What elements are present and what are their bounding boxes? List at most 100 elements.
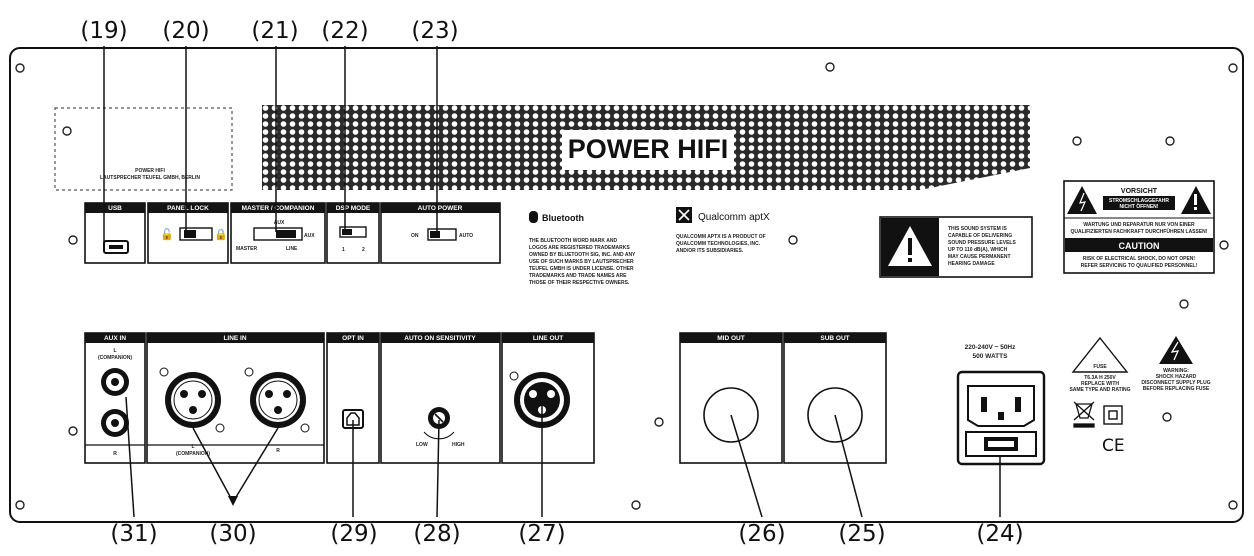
dsp-mode-1: 1 xyxy=(342,247,345,253)
callout-26: (26) xyxy=(738,521,786,547)
svg-text:CAPABLE OF DELIVERING: CAPABLE OF DELIVERING xyxy=(948,233,1012,239)
label-auto-power: AUTO POWER xyxy=(418,205,463,212)
mounting-screws xyxy=(15,62,1238,510)
panel-lock-switch: 🔓 🔒 xyxy=(160,227,228,241)
svg-text:RISK OF ELECTRICAL SHOCK, DO N: RISK OF ELECTRICAL SHOCK, DO NOT OPEN! xyxy=(1083,256,1195,262)
line-in-xlr-left: L (COMPANION) xyxy=(159,367,225,457)
master-companion-switch: AUX AUX MASTER LINE xyxy=(236,220,315,252)
power-rating-line-1: 220-240V ~ 50Hz xyxy=(965,344,1017,351)
svg-text:TEUFEL GMBH IS UNDER LICENSE.: TEUFEL GMBH IS UNDER LICENSE. OTHER xyxy=(529,266,634,272)
svg-text:SOUND PRESSURE LEVELS: SOUND PRESSURE LEVELS xyxy=(948,240,1016,246)
callout-24: (24) xyxy=(976,521,1024,547)
svg-text:UP TO 110 dB(A), WHICH: UP TO 110 dB(A), WHICH xyxy=(948,247,1008,253)
vorsicht-caution-label: VORSICHT STROMSCHLAGGEFAHR NICHT ÖFFNEN!… xyxy=(1063,180,1215,274)
svg-text:LOW: LOW xyxy=(416,442,428,448)
dsp-mode-2: 2 xyxy=(362,247,365,253)
class-ii-icon xyxy=(1103,405,1123,425)
svg-text:WARTUNG UND REPARATUR NUR VON: WARTUNG UND REPARATUR NUR VON EINER xyxy=(1083,222,1195,228)
svg-text:OWNED BY BLUETOOTH SIG, INC. A: OWNED BY BLUETOOTH SIG, INC. AND ANY xyxy=(529,252,636,258)
line-in-xlr-right: R xyxy=(244,367,310,454)
sticker-line-1: POWER HIFI xyxy=(135,168,165,174)
svg-text:THOSE OF THEIR RESPECTIVE OWNE: THOSE OF THEIR RESPECTIVE OWNERS. xyxy=(529,280,630,286)
aux-in-rca-jacks: L (COMPANION) R xyxy=(98,348,132,457)
svg-text:QUALCOMM APTX IS A PRODUCT OF: QUALCOMM APTX IS A PRODUCT OF xyxy=(676,234,766,240)
svg-text:HIGH: HIGH xyxy=(452,442,465,448)
label-panel-lock: PANEL LOCK xyxy=(167,205,209,212)
svg-text:STROMSCHLAGGEFAHR: STROMSCHLAGGEFAHR xyxy=(1109,198,1169,204)
callout-30: (30) xyxy=(209,521,257,547)
svg-text:WARNING:: WARNING: xyxy=(1163,368,1189,374)
svg-text:NICHT ÖFFNEN!: NICHT ÖFFNEN! xyxy=(1120,203,1159,210)
svg-text:USE OF SUCH MARKS BY LAUTSPREC: USE OF SUCH MARKS BY LAUTSPRECHER xyxy=(529,259,634,265)
svg-text:BEFORE REPLACING FUSE: BEFORE REPLACING FUSE xyxy=(1143,386,1210,392)
weee-bin-icon xyxy=(1073,401,1095,428)
shock-warning-triangle: WARNING: SHOCK HAZARD DISCONNECT SUPPLY … xyxy=(1141,336,1211,392)
svg-text:TRADEMARKS AND TRADE NAMES ARE: TRADEMARKS AND TRADE NAMES ARE xyxy=(529,273,627,279)
callout-22: (22) xyxy=(321,18,369,44)
unlock-icon: 🔓 xyxy=(160,228,174,241)
switch-aux-text-right: AUX xyxy=(304,233,315,239)
callout-19: (19) xyxy=(80,18,128,44)
callout-20: (20) xyxy=(162,18,210,44)
label-auto-on-sensitivity: AUTO ON SENSITIVITY xyxy=(404,335,476,342)
label-sub-out: SUB OUT xyxy=(820,335,849,342)
svg-text:R: R xyxy=(276,448,280,454)
svg-text:CAUTION: CAUTION xyxy=(1119,241,1160,251)
label-usb: USB xyxy=(108,205,122,212)
aptx-notice: Qualcomm aptX QUALCOMM APTX IS A PRODUCT… xyxy=(676,207,770,254)
svg-text:(COMPANION): (COMPANION) xyxy=(176,451,210,457)
svg-text:REPLACE WITH: REPLACE WITH xyxy=(1081,381,1119,387)
callout-28: (28) xyxy=(413,521,461,547)
label-mid-out: MID OUT xyxy=(717,335,744,342)
fuse-warning-triangle: FUSE T6.3A H 250V REPLACE WITH SAME TYPE… xyxy=(1069,336,1131,393)
bluetooth-name: Bluetooth xyxy=(542,213,584,223)
svg-text:R: R xyxy=(113,451,117,457)
ce-mark: CE xyxy=(1102,436,1125,456)
svg-text:LOGOS ARE REGISTERED TRADEMARK: LOGOS ARE REGISTERED TRADEMARKS xyxy=(529,245,630,251)
callout-31: (31) xyxy=(110,521,158,547)
label-line-in: LINE IN xyxy=(223,335,246,342)
switch-on-text: ON xyxy=(411,233,419,239)
svg-text:THE BLUETOOTH WORD MARK AND: THE BLUETOOTH WORD MARK AND xyxy=(529,238,617,244)
line-out-xlr xyxy=(509,371,570,428)
callout-30-arrowhead xyxy=(228,496,238,506)
label-opt-in: OPT IN xyxy=(342,335,364,342)
switch-master-text: MASTER xyxy=(236,246,258,252)
svg-text:DISCONNECT SUPPLY PLUG: DISCONNECT SUPPLY PLUG xyxy=(1141,380,1210,386)
switch-auto-text: AUTO xyxy=(459,233,473,239)
brand-plate xyxy=(562,130,734,170)
svg-text:VORSICHT: VORSICHT xyxy=(1121,188,1158,195)
svg-text:HEARING DAMAGE: HEARING DAMAGE xyxy=(948,261,995,267)
svg-text:L: L xyxy=(113,348,116,354)
callout-23: (23) xyxy=(411,18,459,44)
svg-text:THIS SOUND SYSTEM IS: THIS SOUND SYSTEM IS xyxy=(948,226,1008,232)
svg-text:MAY CAUSE PERMANENT: MAY CAUSE PERMANENT xyxy=(948,254,1011,260)
callout-25: (25) xyxy=(838,521,886,547)
svg-text:(COMPANION): (COMPANION) xyxy=(98,355,132,361)
label-line-out: LINE OUT xyxy=(533,335,563,342)
serial-sticker-area xyxy=(54,107,233,191)
usb-port xyxy=(103,240,129,254)
dsp-mode-switch: 1 2 xyxy=(339,226,367,253)
power-rating-line-2: 500 WATTS xyxy=(973,353,1009,360)
svg-text:FUSE: FUSE xyxy=(1093,364,1107,370)
label-aux-in: AUX IN xyxy=(104,335,126,342)
svg-text:T6.3A H 250V: T6.3A H 250V xyxy=(1084,375,1116,381)
callout-leader-lines xyxy=(103,46,1001,518)
callout-21: (21) xyxy=(251,18,299,44)
brand-text: POWER HIFI xyxy=(568,134,729,164)
svg-text:SHOCK HAZARD: SHOCK HAZARD xyxy=(1156,374,1197,380)
svg-text:QUALIFIZIERTEN FACHKRAFT DURCH: QUALIFIZIERTEN FACHKRAFT DURCHFÜHREN LAS… xyxy=(1071,228,1208,235)
switch-line-text: LINE xyxy=(286,246,298,252)
switch-aux-text: AUX xyxy=(274,220,285,226)
aptx-name: Qualcomm aptX xyxy=(698,212,770,223)
auto-power-switch: ON AUTO xyxy=(411,228,473,241)
callout-29: (29) xyxy=(330,521,378,547)
iec-power-socket xyxy=(956,370,1046,466)
svg-text:QUALCOMM TECHNOLOGIES, INC.: QUALCOMM TECHNOLOGIES, INC. xyxy=(676,241,761,247)
svg-text:L: L xyxy=(191,444,194,450)
sticker-line-2: LAUTSPRECHER TEUFEL GMBH, BERLIN xyxy=(100,175,200,181)
svg-text:AND/OR ITS SUBSIDIARIES.: AND/OR ITS SUBSIDIARIES. xyxy=(676,248,744,254)
lock-icon: 🔒 xyxy=(214,228,228,241)
